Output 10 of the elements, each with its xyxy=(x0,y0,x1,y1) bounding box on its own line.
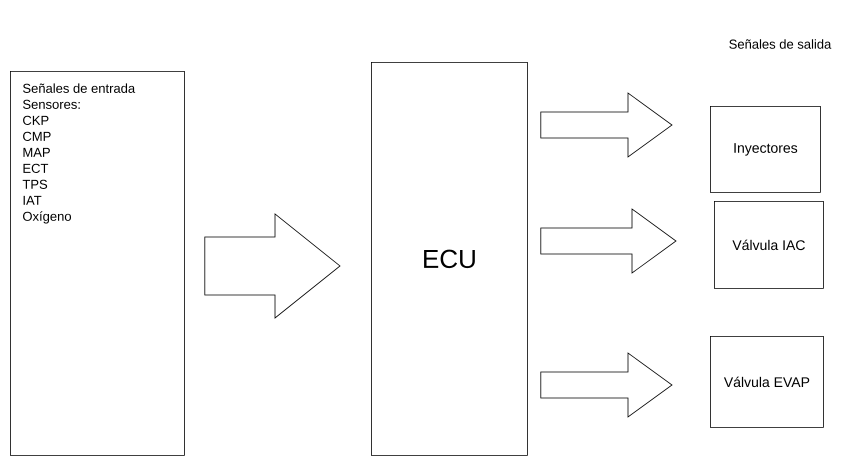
output-box: Inyectores xyxy=(710,106,821,193)
block-arrow xyxy=(540,92,673,158)
block-arrow xyxy=(204,213,341,319)
heading-label: Señales de salida xyxy=(729,39,832,49)
input-box: Señales de entrada Sensores: CKP CMP MAP ECT TPS IAT Oxígeno xyxy=(10,71,185,456)
block-arrow xyxy=(540,352,673,418)
output-box: Válvula EVAP xyxy=(710,336,824,428)
output-box: Válvula IAC xyxy=(714,201,824,289)
control-unit-box: ECU xyxy=(371,62,528,456)
block-arrow xyxy=(540,208,677,274)
